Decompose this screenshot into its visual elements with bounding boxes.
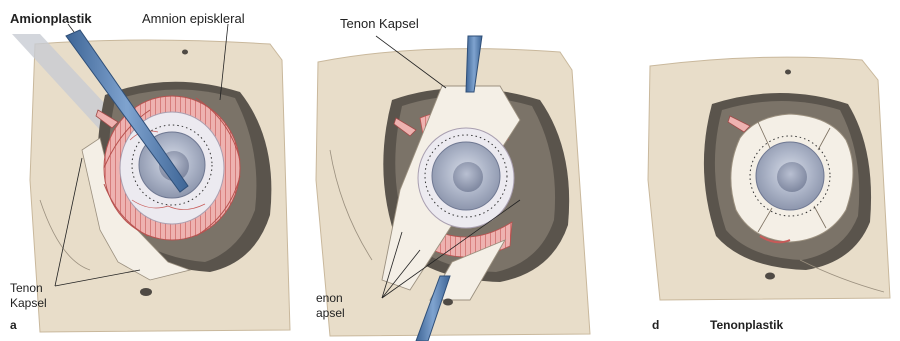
label-tenon-a-line2: Kapsel	[10, 296, 47, 310]
label-tenon-b-line1: enon	[316, 291, 343, 305]
label-tenon-b-line2: apsel	[316, 306, 345, 320]
label-tenon-a-line1: Tenon	[10, 281, 43, 295]
panel-d-pupil	[777, 162, 807, 192]
panel-d	[648, 57, 890, 300]
label-tenonplastik: Tenonplastik	[710, 318, 783, 332]
label-amnion-episkleral: Amnion episkleral	[142, 12, 245, 26]
label-amionplastik: Amionplastik	[10, 12, 92, 26]
panel-letter-d: d	[652, 318, 659, 332]
panel-b	[316, 36, 590, 341]
panel-b-pupil	[453, 162, 483, 192]
panel-a	[12, 24, 290, 332]
panel-letter-a: a	[10, 318, 17, 332]
label-tenon-kapsel-top: Tenon Kapsel	[340, 17, 419, 31]
